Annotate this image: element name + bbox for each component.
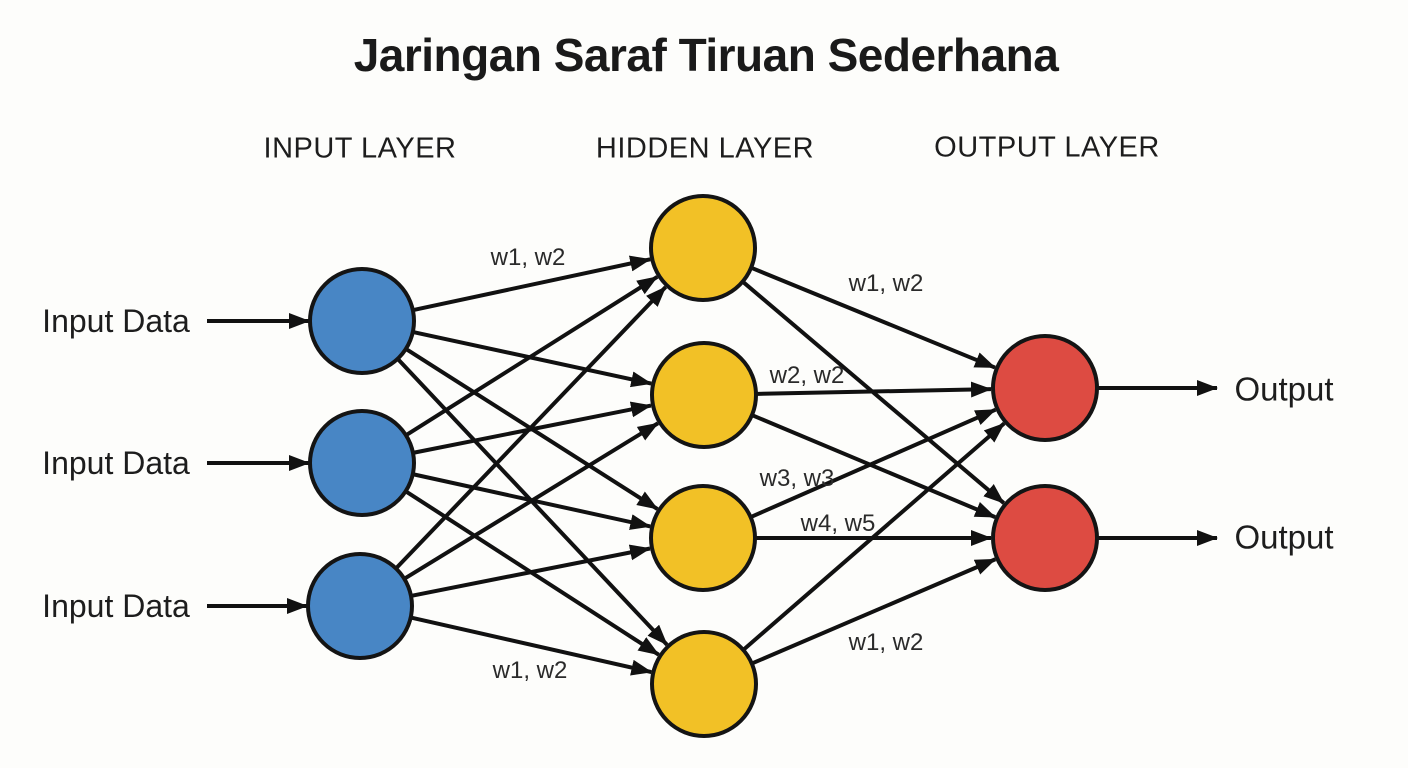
layer-header-input: INPUT LAYER — [263, 132, 457, 165]
hidden-node-h3 — [649, 484, 757, 592]
edge-h4-o1 — [740, 421, 1006, 653]
input-data-label-1: Input Data — [42, 303, 190, 339]
edge-i3-h3 — [408, 544, 652, 599]
edge-i3-h2 — [401, 421, 660, 582]
input-data-label-3: Input Data — [42, 588, 190, 624]
output-label-2: Output — [1234, 518, 1334, 556]
weight-label-1: w1, w2 — [490, 244, 566, 271]
edge-h3-o1 — [747, 407, 997, 520]
layer-header-hidden: HIDDEN LAYER — [595, 132, 815, 165]
input-data-label-2: Input Data — [42, 445, 190, 481]
hidden-node-h1 — [649, 194, 757, 302]
weight-label-3: w2, w2 — [769, 362, 845, 389]
weight-label-5: w4, w5 — [800, 510, 876, 537]
layer-header-output: OUTPUT LAYER — [934, 131, 1160, 164]
input-node-i1 — [308, 267, 416, 375]
edge-h4-o2 — [749, 557, 997, 667]
weight-label-6: w1, w2 — [848, 629, 924, 656]
output-node-o1 — [991, 334, 1099, 442]
weight-label-2: w1, w2 — [848, 270, 924, 297]
edge-i2-h1 — [403, 275, 659, 439]
input-node-i3 — [306, 552, 414, 660]
weight-label-4: w3, w3 — [759, 465, 835, 492]
edge-i1-h1 — [410, 255, 652, 313]
edge-i3-h1 — [393, 285, 668, 572]
edge-h1-o1 — [748, 265, 996, 370]
output-label-1: Output — [1234, 370, 1334, 408]
edge-h2-o1 — [753, 381, 993, 398]
weight-label-7: w1, w2 — [492, 657, 568, 684]
output-node-o2 — [991, 484, 1099, 592]
diagram-title: Jaringan Saraf Tiruan Sederhana — [353, 29, 1059, 81]
edge-i3-h4 — [408, 615, 653, 676]
hidden-node-h2 — [650, 341, 758, 449]
hidden-node-h4 — [650, 630, 758, 738]
input-node-i2 — [308, 409, 416, 517]
